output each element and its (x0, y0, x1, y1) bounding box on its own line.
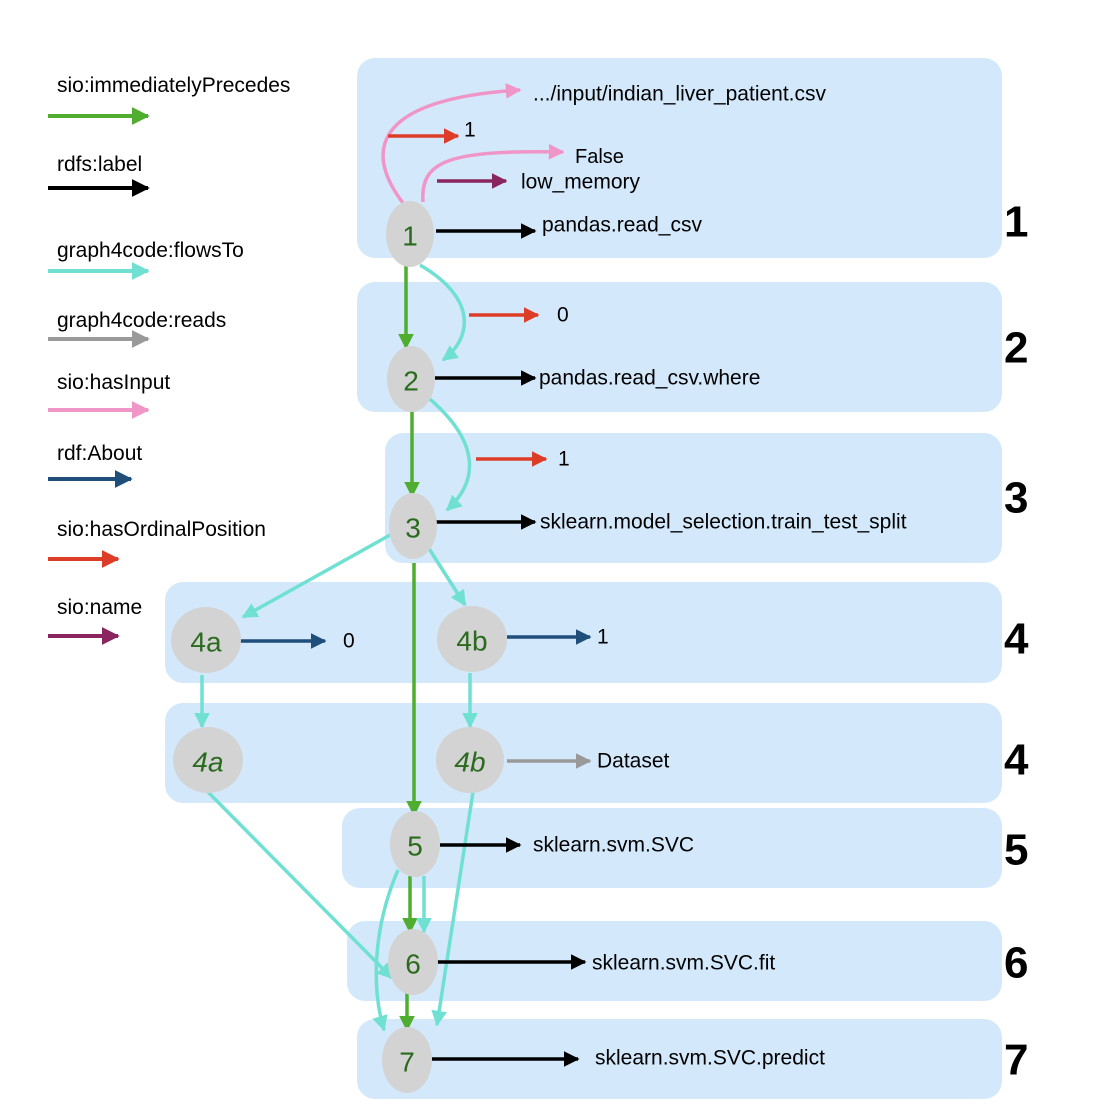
edge-flows-3-4a (241, 533, 391, 619)
nodes: 1 2 3 4a 4b 4a 4b 5 (171, 201, 507, 1093)
literal-label-2: pandas.read_csv.where (539, 367, 760, 390)
legend: sio:immediatelyPrecedes rdfs:label graph… (48, 74, 290, 645)
node-4a-shape (171, 607, 241, 673)
node-4a[interactable]: 4a (171, 607, 241, 673)
edge-has-input-false (421, 143, 565, 203)
row-box-1 (357, 58, 1002, 258)
node-7-shape (382, 1027, 432, 1093)
row-number-5: 5 (1004, 826, 1028, 875)
node-5[interactable]: 5 (390, 811, 440, 877)
literal-about-4a: 0 (343, 630, 355, 653)
node-5-shape (390, 811, 440, 877)
literal-low-memory: low_memory (521, 171, 641, 194)
literal-ordinal-1: 1 (464, 119, 476, 142)
node-7[interactable]: 7 (382, 1027, 432, 1093)
node-2-label: 2 (403, 366, 419, 397)
node-4b[interactable]: 4b (437, 606, 507, 672)
node-5-label: 5 (407, 831, 423, 862)
node-2[interactable]: 2 (387, 346, 435, 412)
row-number-7: 7 (1004, 1036, 1028, 1085)
edge-flows-2-3 (423, 393, 472, 512)
row-number-4b: 4 (1004, 736, 1029, 785)
node-6-shape (388, 929, 438, 995)
row-box-2 (357, 282, 1002, 412)
node-4a-data-shape (173, 727, 243, 793)
row-box-6 (347, 921, 1002, 1001)
node-7-label: 7 (399, 1047, 415, 1078)
node-4b-label: 4b (456, 626, 487, 657)
row-number-6: 6 (1004, 939, 1028, 988)
node-4b-data-shape (436, 727, 504, 793)
literal-ordinal-3: 1 (558, 448, 570, 471)
literal-false: False (575, 146, 624, 168)
row-box-5 (342, 808, 1002, 888)
literal-dataset: Dataset (597, 750, 670, 773)
edges (194, 83, 592, 1067)
legend-label-rdfs-label: rdfs:label (57, 153, 142, 176)
row-number-2: 2 (1004, 324, 1028, 373)
literal-ordinal-2: 0 (557, 304, 569, 327)
literal-label-3: sklearn.model_selection.train_test_split (540, 511, 907, 534)
edge-has-input-path (381, 83, 522, 205)
literal-label-5: sklearn.svm.SVC (533, 834, 694, 857)
edge-flows-4b-7 (431, 791, 475, 1027)
node-4b-data[interactable]: 4b (436, 727, 504, 793)
row-number-1: 1 (1004, 198, 1028, 247)
row-numbers: 1 2 3 4 4 5 6 7 (1004, 198, 1029, 1085)
legend-label-immediately-precedes: sio:immediatelyPrecedes (57, 74, 290, 97)
row-box-7 (357, 1019, 1002, 1099)
edge-flows-1-2 (419, 263, 467, 362)
literal-label-6: sklearn.svm.SVC.fit (592, 952, 775, 975)
node-4a-label: 4a (190, 627, 222, 658)
legend-label-has-input: sio:hasInput (57, 371, 170, 394)
literal-label-7: sklearn.svm.SVC.predict (595, 1047, 825, 1070)
legend-label-reads: graph4code:reads (57, 309, 226, 332)
row-box-3 (385, 433, 1002, 563)
edge-flows-5-7 (372, 869, 400, 1032)
literal-label-1: pandas.read_csv (542, 214, 702, 237)
literal-about-4b: 1 (597, 626, 609, 649)
node-4b-shape (437, 606, 507, 672)
node-3[interactable]: 3 (389, 493, 437, 559)
legend-label-flows-to: graph4code:flowsTo (57, 239, 244, 262)
node-1-label: 1 (402, 221, 418, 252)
row-number-3: 3 (1004, 474, 1028, 523)
node-3-label: 3 (405, 513, 421, 544)
node-4b-data-label: 4b (454, 747, 485, 778)
node-4a-data-label: 4a (192, 747, 223, 778)
node-6-label: 6 (405, 949, 421, 980)
row-number-4a: 4 (1004, 615, 1029, 664)
literal-input-path: .../input/indian_liver_patient.csv (533, 83, 827, 106)
legend-label-rdf-about: rdf:About (57, 442, 142, 465)
row-box-4-about (165, 582, 1002, 683)
node-6[interactable]: 6 (388, 929, 438, 995)
node-1-shape (386, 201, 434, 267)
row-box-4-reads (165, 703, 1002, 803)
legend-label-sio-name: sio:name (57, 596, 142, 619)
node-1[interactable]: 1 (386, 201, 434, 267)
edge-flows-3-4b (426, 546, 467, 607)
edge-flows-4a-6 (204, 788, 394, 980)
literals: .../input/indian_liver_patient.csv 1 Fal… (343, 83, 907, 1070)
legend-label-has-ordinal-position: sio:hasOrdinalPosition (57, 518, 266, 541)
node-3-shape (389, 493, 437, 559)
node-2-shape (387, 346, 435, 412)
node-4a-data[interactable]: 4a (173, 727, 243, 793)
